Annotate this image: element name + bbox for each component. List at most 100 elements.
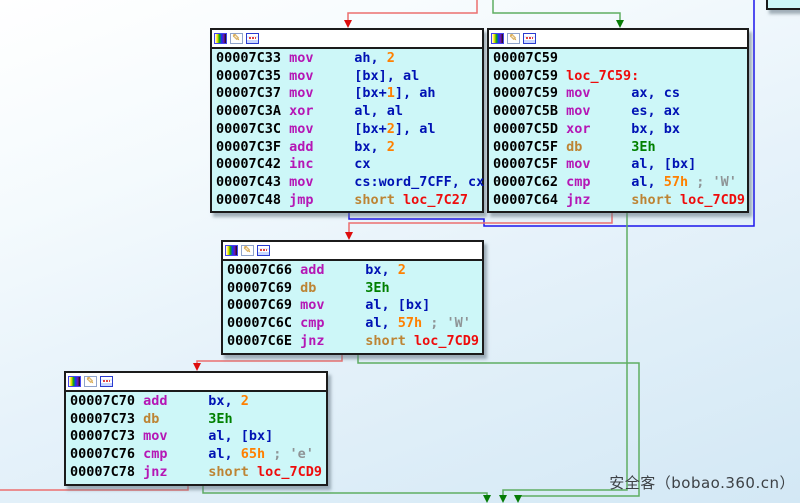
token-mnemonic: jmp: [289, 191, 355, 208]
token-addr: 00007C73: [70, 410, 144, 427]
token-addr: 00007C69: [227, 297, 301, 314]
edit-node-icon[interactable]: [84, 376, 97, 387]
asm-line[interactable]: 00007C5F db 3Eh: [493, 139, 747, 157]
group-node-icon[interactable]: [246, 33, 259, 44]
token-data_byte: 3Eh: [208, 410, 233, 427]
token-register: al, [bx]: [365, 297, 431, 314]
token-mnemonic: add: [143, 393, 209, 409]
node-title-bar: [66, 373, 326, 392]
token-register: al,: [631, 173, 664, 190]
token-addr: 00007C59: [493, 67, 567, 84]
token-mnemonic: add: [300, 262, 366, 278]
asm-line[interactable]: 00007C35 mov [bx], al: [216, 68, 482, 86]
node-color-icon[interactable]: [68, 376, 81, 387]
token-addr: 00007C59: [493, 85, 567, 102]
token-mnemonic: cmp: [143, 446, 209, 463]
token-number: 2: [397, 262, 406, 278]
edge-7c64-fall-to-7c66: [348, 208, 613, 232]
node-title-bar: [223, 242, 482, 261]
asm-line[interactable]: 00007C66 add bx, 2: [227, 262, 482, 280]
asm-line[interactable]: 00007C6C cmp al, 57h ; 'W': [227, 315, 482, 333]
asm-line[interactable]: 00007C78 jnz short loc_7CD9: [70, 464, 326, 482]
asm-line[interactable]: 00007C76 cmp al, 65h ; 'e': [70, 446, 326, 464]
edge-entry-to-7c59: [492, 0, 621, 20]
token-mnemonic: mov: [566, 156, 632, 173]
token-addr: 00007C73: [70, 428, 144, 445]
token-data_byte: 3Eh: [365, 279, 390, 296]
token-addr: 00007C5B: [493, 103, 567, 120]
node-color-icon[interactable]: [225, 245, 238, 256]
asm-line[interactable]: 00007C6E jnz short loc_7CD9: [227, 333, 482, 351]
node-color-icon[interactable]: [491, 33, 504, 44]
token-addr: 00007C43: [216, 173, 290, 190]
token-register: ], al: [394, 120, 436, 137]
asm-line[interactable]: 00007C43 mov cs:word_7CFF, cx: [216, 173, 485, 192]
edge-7c6e-fall-to-7c70-arrowhead: [193, 363, 201, 371]
asm-line[interactable]: 00007C3C mov [bx+2], al: [216, 121, 482, 139]
token-register: bx,: [365, 262, 398, 278]
asm-line[interactable]: 00007C37 mov [bx+1], ah: [216, 85, 482, 103]
token-keyword: short: [365, 332, 414, 349]
token-data_byte: 3Eh: [631, 138, 656, 155]
token-mnemonic: mov: [289, 120, 355, 137]
asm-line[interactable]: 00007C5D xor bx, bx: [493, 121, 747, 139]
edge-entry-to-7c33-arrowhead: [344, 20, 352, 28]
asm-line[interactable]: 00007C70 add bx, 2: [70, 393, 326, 411]
token-keyword: short: [208, 463, 257, 480]
edit-node-icon[interactable]: [241, 245, 254, 256]
token-mnemonic: mov: [566, 103, 632, 120]
edge-7c6e-taken-loc-7cd9-arrowhead: [514, 495, 522, 503]
node-color-icon[interactable]: [214, 33, 227, 44]
token-register: cx: [354, 156, 371, 173]
asm-line[interactable]: 00007C69 mov al, [bx]: [227, 297, 482, 315]
token-mnemonic: mov: [289, 50, 355, 66]
edit-node-icon[interactable]: [230, 33, 243, 44]
token-keyword: db: [143, 410, 209, 427]
token-register: [bx+: [354, 85, 387, 102]
asm-line[interactable]: 00007C33 mov ah, 2: [216, 50, 482, 68]
token-register: ah,: [354, 50, 387, 66]
token-addr: 00007C70: [70, 393, 144, 409]
asm-line[interactable]: 00007C3A xor al, al: [216, 103, 482, 121]
group-node-icon[interactable]: [257, 245, 270, 256]
asm-line[interactable]: 00007C73 db 3Eh: [70, 411, 326, 429]
token-addr: 00007C6E: [227, 332, 301, 349]
group-node-icon[interactable]: [100, 376, 113, 387]
token-number: 2: [240, 393, 249, 409]
asm-line[interactable]: 00007C42 inc cx: [216, 156, 482, 174]
edge-7c64-taken-loc-7cd9-arrowhead: [499, 495, 507, 503]
asm-line[interactable]: 00007C64 jnz short loc_7CD9: [493, 192, 747, 210]
asm-line[interactable]: 00007C59 mov ax, cs: [493, 85, 747, 103]
token-addr: 00007C66: [227, 262, 301, 278]
token-location: loc_7CD9: [256, 463, 322, 480]
asm-line[interactable]: 00007C59 loc_7C59:: [493, 68, 747, 86]
token-location: loc_7CD9: [413, 332, 479, 349]
asm-line[interactable]: 00007C69 db 3Eh: [227, 280, 482, 298]
edit-node-icon[interactable]: [507, 33, 520, 44]
asm-line[interactable]: 00007C59: [493, 50, 747, 68]
group-node-icon[interactable]: [523, 33, 536, 44]
asm-line[interactable]: 00007C3F add bx, 2: [216, 139, 482, 157]
token-number: 2: [386, 50, 395, 66]
token-register: cs:word_7CFF, cx: [354, 173, 485, 190]
token-mnemonic: jnz: [300, 332, 366, 349]
asm-line[interactable]: 00007C73 mov al, [bx]: [70, 428, 326, 446]
asm-line[interactable]: 00007C5F mov al, [bx]: [493, 156, 747, 174]
token-number: 2: [386, 138, 395, 155]
asm-line[interactable]: 00007C48 jmp short loc_7C27: [216, 192, 482, 210]
asm-line[interactable]: 00007C62 cmp al, 57h ; 'W': [493, 174, 747, 192]
token-register: al, [bx]: [631, 156, 697, 173]
token-register: ], ah: [394, 85, 436, 102]
asm-line[interactable]: 00007C5B mov es, ax: [493, 103, 747, 121]
token-register: bx,: [354, 138, 387, 155]
token-addr: 00007C69: [227, 279, 301, 296]
token-keyword: db: [566, 138, 632, 155]
token-mnemonic: mov: [300, 297, 366, 314]
